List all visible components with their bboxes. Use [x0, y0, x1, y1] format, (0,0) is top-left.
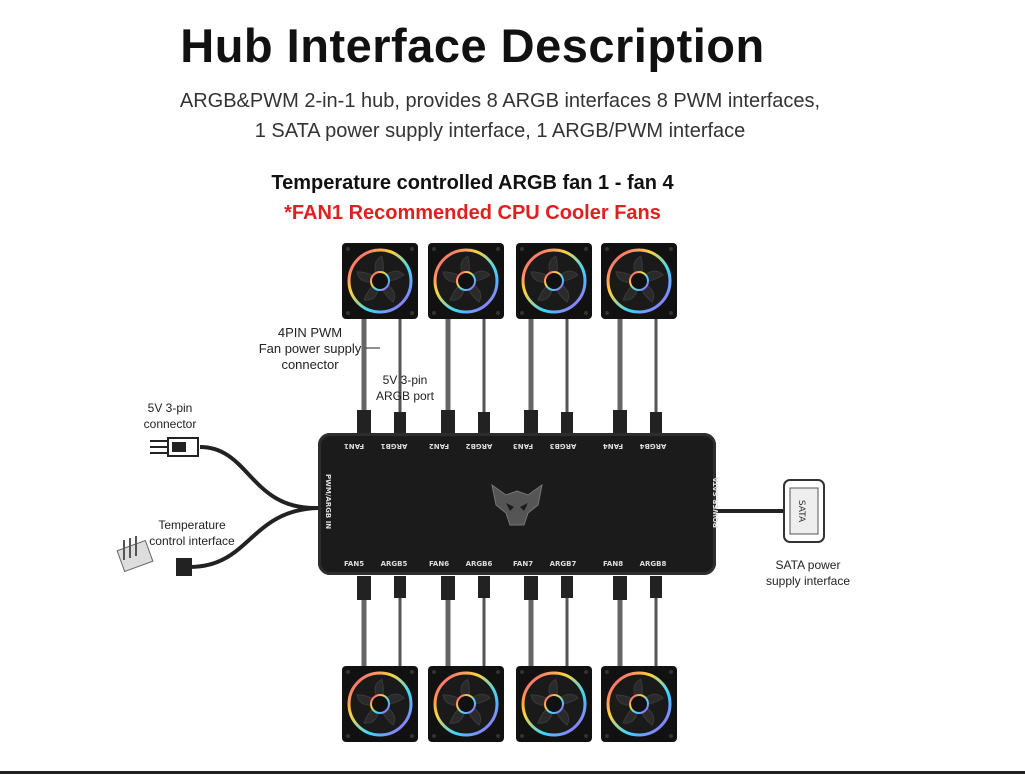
callout-text: 5V 3-pin	[382, 373, 428, 387]
hub-port-label: ARGB4	[639, 442, 667, 450]
3pin-connector-icon	[150, 437, 199, 457]
argb-port-callout: 5V 3-pin ARGB port	[360, 372, 450, 404]
temperature-interface-callout: Temperature control interface	[132, 517, 252, 549]
fan-icon	[601, 243, 677, 319]
hub-port-label: FAN4	[602, 442, 624, 450]
callout-text: ARGB port	[375, 389, 435, 403]
hub-port-label: FAN2	[428, 442, 450, 450]
hub-port-label: ARGB7	[549, 560, 577, 568]
subtitle-line-2: 1 SATA power supply interface, 1 ARGB/PW…	[254, 120, 746, 142]
section-heading: Temperature controlled ARGB fan 1 - fan …	[271, 172, 674, 194]
recommendation-note: *FAN1 Recommended CPU Cooler Fans	[284, 202, 661, 224]
subtitle-line-1: ARGB&PWM 2-in-1 hub, provides 8 ARGB int…	[179, 90, 821, 112]
callout-text: Temperature	[158, 518, 226, 532]
hub-port-label: ARGB3	[549, 442, 577, 450]
fan-icon	[428, 243, 504, 319]
page-title: Hub Interface Description	[180, 19, 765, 72]
fan-icon	[342, 243, 418, 319]
hub-port-label: FAN8	[602, 560, 624, 568]
hub-port-label: FAN5	[343, 560, 365, 568]
hub-port-label: FAN1	[343, 442, 365, 450]
sata-plug-label: SATA	[796, 500, 806, 523]
fan-icon	[516, 666, 592, 742]
hub-port-label: ARGB6	[465, 560, 493, 568]
callout-text: 4PIN PWM	[277, 325, 343, 340]
5v-connector-callout: 5V 3-pin connector	[120, 400, 220, 432]
hub-right-label: POWER SATA	[712, 477, 720, 528]
callout-text: 5V 3-pin	[147, 401, 193, 415]
hub-body	[318, 433, 716, 575]
hub-logo-icon	[491, 483, 543, 526]
callout-text: connector	[281, 357, 339, 372]
callout-text: control interface	[149, 534, 235, 548]
hub-port-label: ARGB1	[380, 442, 408, 450]
hub-port-label: FAN3	[512, 442, 534, 450]
hub-port-label: FAN7	[512, 560, 534, 568]
sata-interface-callout: SATA power supply interface	[748, 557, 868, 589]
hub-port-label: ARGB2	[465, 442, 493, 450]
callout-text: SATA power	[775, 558, 841, 572]
fan-icon	[342, 666, 418, 742]
hub-port-label: FAN6	[428, 560, 450, 568]
fan-icon	[516, 243, 592, 319]
hub-left-label: PWM/ARGB IN	[324, 474, 332, 530]
callout-text: Fan power supply	[258, 341, 362, 356]
temperature-sensor-icon	[116, 536, 192, 576]
fan-icon	[601, 666, 677, 742]
pwm-connector-callout: 4PIN PWM Fan power supply connector	[230, 325, 390, 373]
hub-port-label: ARGB8	[639, 560, 667, 568]
callout-text: connector	[143, 417, 197, 431]
fan-icon	[428, 666, 504, 742]
callout-text: supply interface	[765, 574, 851, 588]
sata-connector-icon	[783, 479, 825, 543]
bottom-divider	[0, 771, 1025, 774]
hub-port-label: ARGB5	[380, 560, 408, 568]
